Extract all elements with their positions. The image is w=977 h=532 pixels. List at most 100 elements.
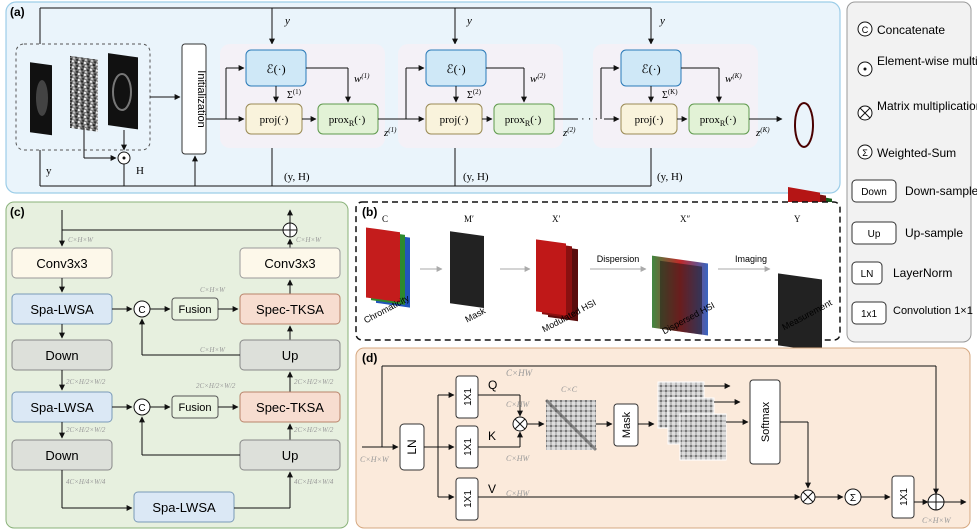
- stage-k-z: z(K): [755, 126, 770, 139]
- measurement-image: [778, 273, 822, 352]
- stage-2-proj-label: proj(·): [440, 114, 469, 126]
- v-dim: C×HW: [506, 489, 531, 498]
- stage-1-proj-label: proj(·): [260, 114, 289, 126]
- yh-label-1: (y, H): [284, 171, 310, 183]
- chromaticity-symbol: C: [382, 214, 388, 224]
- attention-dim: C×C: [561, 385, 578, 394]
- conv-v: [455, 477, 479, 521]
- legend-ln: LayerNorm: [893, 266, 952, 280]
- stage-2-z: z(2): [562, 126, 576, 139]
- legend-conv: Convolution 1×1: [893, 305, 973, 317]
- legend-conv-box: [851, 301, 887, 325]
- legend-down-box: [851, 179, 897, 203]
- conv-out: [891, 475, 915, 519]
- legend-concatenate: Concatenate: [877, 23, 945, 37]
- c-dim-up-1: C×H×W: [200, 346, 226, 354]
- h-label: H: [136, 165, 144, 177]
- stage-k: ℰ(·) proj(·) proxR(·) Σ(K) w(K) z(K): [600, 49, 783, 139]
- measurement-thumbnail: [30, 62, 52, 136]
- concat-2-symbol: C: [138, 403, 145, 414]
- spec-tksa-1: [239, 293, 341, 325]
- conv-k-label: 1X1: [463, 438, 474, 456]
- stage-1-e-label: ℰ(·): [266, 62, 285, 76]
- panel-d-label: (d): [362, 351, 377, 365]
- conv-out-label: 1X1: [899, 488, 910, 506]
- fusion-1-label: Fusion: [178, 304, 211, 316]
- legend-matrix: Matrix multiplication: [877, 99, 977, 113]
- stage-1: ℰ(·) proj(·) proxR(·) Σ(1) w(1) z(1): [206, 49, 425, 139]
- down-2-label: Down: [45, 448, 78, 463]
- weighted-sum-icon: [857, 144, 873, 160]
- d-output-dim: C×H×W: [922, 516, 952, 525]
- y-label-stage-2: y: [466, 15, 472, 27]
- y-label-stage-k: y: [659, 15, 665, 27]
- c-dim-fusion-1: C×H×W: [200, 286, 226, 294]
- stage-k-proj-label: proj(·): [635, 114, 664, 126]
- legend-ln-box-label: LN: [861, 269, 874, 280]
- conv-q: [455, 375, 479, 419]
- panel-d-background: [355, 347, 971, 529]
- panel-d: (d) C×H×W C×HW LN 1X1 Q 1X1 K C×HW C×HW …: [355, 347, 971, 529]
- mask-thumbnail: [70, 55, 98, 132]
- mask-image: [450, 231, 484, 309]
- c-dim-top-left: C×H×W: [68, 236, 94, 244]
- c-dim-2-right: 2C×H/2×W/2: [294, 378, 334, 386]
- svg-text:proxR(·): proxR(·): [700, 114, 737, 128]
- legend-down-box-label: Down: [861, 187, 887, 198]
- weighted-sum-symbol: Σ: [862, 148, 868, 158]
- mask-block: [613, 403, 639, 447]
- legend-up-box: [851, 221, 897, 245]
- panel-b-label: (b): [362, 205, 377, 219]
- d-input-dim: C×H×W: [360, 455, 390, 464]
- imaging-label: Imaging: [735, 254, 767, 264]
- panel-b: (b) C Chromaticity M′ Mask X′ Modulated …: [355, 201, 841, 352]
- concatenate-icon: [857, 21, 873, 37]
- stage-k-e-label: ℰ(·): [641, 62, 660, 76]
- c-dim-3-left: 4C×H/4×W/4: [66, 478, 106, 486]
- legend-ln-box: [851, 261, 883, 285]
- chromaticity-image: [366, 227, 410, 308]
- y-label-stage-1: y: [284, 15, 290, 27]
- legend-down: Down-sample: [905, 184, 977, 198]
- stage-2-e-label: ℰ(·): [446, 62, 465, 76]
- q-label: Q: [488, 378, 497, 392]
- c-dim-2-right-b: 2C×H/2×W/2: [294, 426, 334, 434]
- conv3x3-right: [239, 247, 341, 279]
- conv3x3-right-label: Conv3x3: [264, 256, 315, 271]
- spec-tksa-1-label: Spec-TKSA: [256, 302, 324, 317]
- stage-1-z: z(1): [383, 126, 397, 139]
- stage-2-sigma: Σ(2): [467, 88, 482, 101]
- layernorm-label: LN: [405, 439, 419, 454]
- concatenate-symbol: C: [862, 25, 869, 35]
- q-dim: C×HW: [506, 400, 531, 409]
- panel-a: (a) H y y y y: [5, 1, 841, 289]
- c-dim-2-left: 2C×H/2×W/2: [66, 378, 106, 386]
- legend-weighted-sum: Weighted-Sum: [877, 146, 956, 160]
- legend-elementwise: Element-wise multiplication: [877, 54, 977, 68]
- panel-c-label: (c): [10, 205, 25, 219]
- legend-up: Up-sample: [905, 226, 963, 240]
- legend-panel: C Concatenate Element-wise multiplicatio…: [846, 1, 977, 343]
- masked-map-3: [679, 413, 727, 461]
- stage-2-w: w(2): [530, 72, 546, 85]
- softmax-label: Softmax: [760, 401, 772, 442]
- panel-a-label: (a): [10, 5, 25, 19]
- measurement-symbol: Y: [794, 214, 801, 224]
- stage-2: ℰ(·) proj(·) proxR(·) Σ(2) w(2) z(2) · ·…: [405, 49, 620, 139]
- legend-background: [846, 1, 972, 343]
- mask-symbol: M′: [464, 214, 474, 224]
- k-dim: C×HW: [506, 454, 531, 463]
- svg-text:proxR(·): proxR(·): [505, 114, 542, 128]
- hsi-thumbnail: [108, 53, 138, 130]
- ellipsis: · · ·: [581, 113, 598, 125]
- panel-c: (c) C×H×W C×H×W Conv3x3 Spa-LWSA Down 2C…: [5, 201, 349, 529]
- stage-1-sigma: Σ(1): [287, 88, 302, 101]
- yh-label-2: (y, H): [463, 171, 489, 183]
- spa-lwsa-bottleneck-label: Spa-LWSA: [152, 500, 216, 515]
- spec-tksa-2: [239, 391, 341, 423]
- stage-k-w: w(K): [725, 72, 742, 85]
- concat-1-symbol: C: [138, 305, 145, 316]
- spa-lwsa-2-label: Spa-LWSA: [30, 400, 94, 415]
- c-dim-3-right: 4C×H/4×W/4: [294, 478, 334, 486]
- modulated-hsi-image: [536, 239, 578, 322]
